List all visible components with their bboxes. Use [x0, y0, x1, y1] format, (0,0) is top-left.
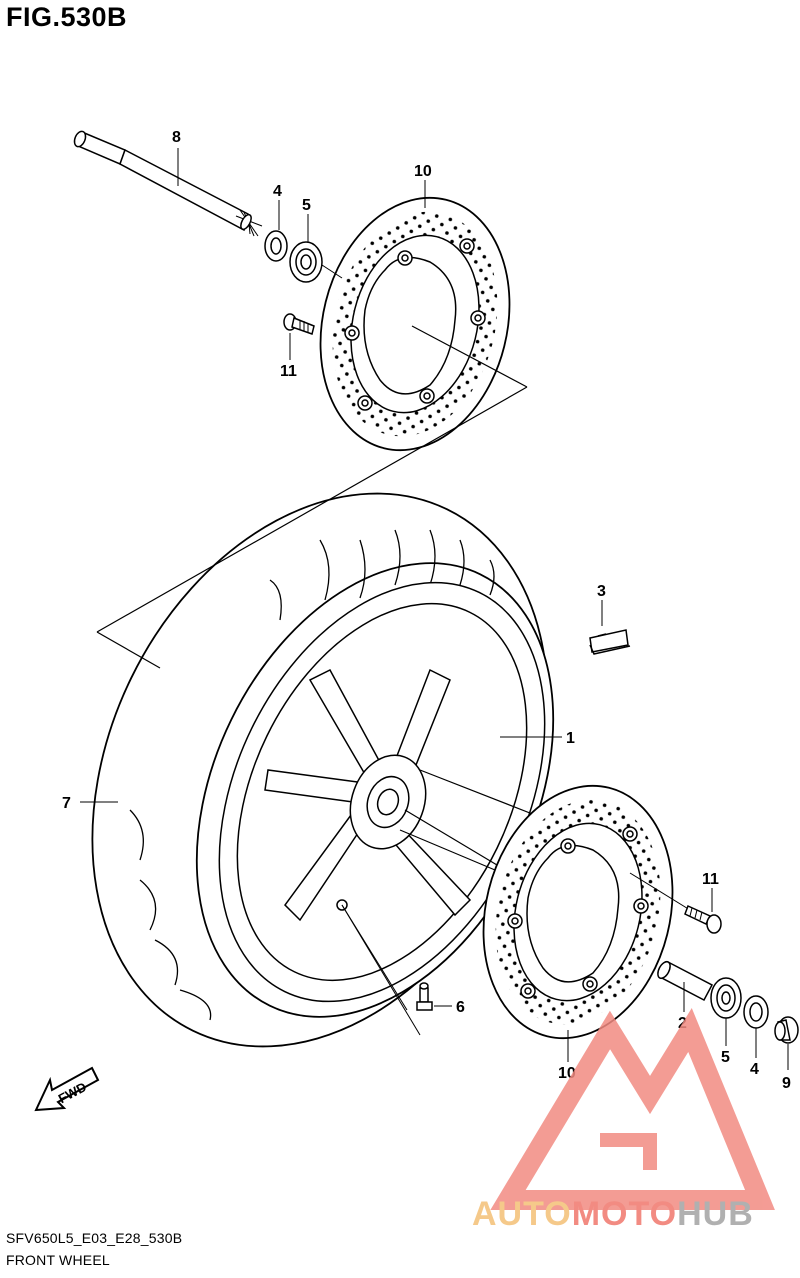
callout-seal-bottom: 4 — [750, 1061, 759, 1078]
watermark-logo-icon — [490, 1008, 775, 1210]
callout-bolt-right: 11 — [702, 871, 719, 888]
callout-collar: 9 — [782, 1075, 791, 1092]
figure-title: FIG.530B — [6, 2, 128, 32]
air-valve — [416, 982, 433, 1011]
collar — [774, 1016, 799, 1044]
watermark-part-hub: HUB — [677, 1195, 754, 1233]
callout-axle: 8 — [172, 129, 181, 146]
callout-wheel: 1 — [566, 730, 575, 747]
callout-bearing-bottom: 5 — [721, 1049, 730, 1066]
bearing-top — [289, 241, 323, 283]
callout-tire: 7 — [62, 795, 71, 812]
callout-bearing-top: 5 — [302, 197, 311, 214]
brake-disc-top — [319, 196, 511, 452]
fwd-label: FWD — [56, 1079, 89, 1106]
spacer — [657, 960, 714, 1002]
oil-seal-top — [264, 230, 288, 262]
callout-disc-top: 10 — [414, 163, 432, 180]
diagram-code: SFV650L5_E03_E28_530B — [6, 1230, 183, 1246]
axle-part — [73, 130, 263, 237]
balancer-weight — [589, 629, 631, 655]
watermark-part-moto: MOTO — [571, 1195, 678, 1233]
oil-seal-bottom — [743, 995, 769, 1029]
callout-valve: 6 — [456, 999, 465, 1016]
disc-bolt-right — [684, 904, 722, 934]
bearing-bottom — [710, 977, 742, 1019]
watermark-text: AUTOMOTOHUB — [472, 1195, 754, 1234]
callout-balancer: 3 — [597, 583, 606, 600]
diagram-name: FRONT WHEEL — [6, 1252, 110, 1268]
brake-disc-bottom — [482, 784, 674, 1040]
disc-bolt-top — [283, 313, 315, 335]
cast-wheel — [218, 581, 546, 1003]
fwd-arrow-icon: FWD — [34, 1066, 100, 1112]
callout-bolt-top: 11 — [280, 363, 297, 380]
callout-seal-top: 4 — [273, 183, 282, 200]
watermark-part-auto: AUTO — [472, 1195, 572, 1233]
